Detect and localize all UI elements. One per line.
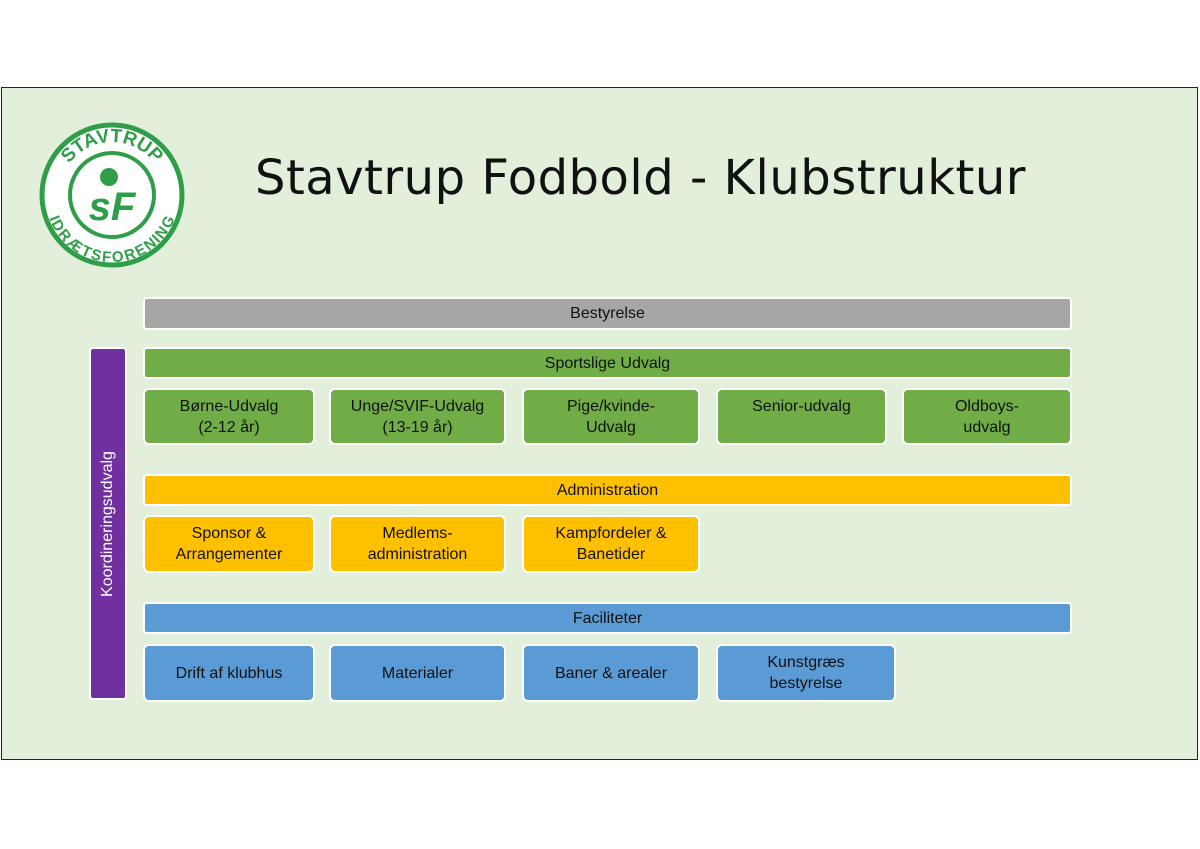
sports-item-senior: Senior-udvalg	[716, 388, 887, 445]
facility-item-artificial-turf: Kunstgræs bestyrelse	[716, 644, 896, 702]
club-logo: STAVTRUP IDRÆTSFORENING sF	[39, 122, 185, 268]
page-title: Stavtrup Fodbold - Klubstruktur	[255, 150, 1026, 206]
facilities-header: Faciliteter	[143, 602, 1072, 634]
board-bar: Bestyrelse	[143, 297, 1072, 330]
coordination-bar: Koordineringsudvalg	[89, 347, 127, 700]
admin-item-sponsor: Sponsor & Arrangementer	[143, 515, 315, 573]
coordination-label: Koordineringsudvalg	[99, 450, 116, 597]
sports-header: Sportslige Udvalg	[143, 347, 1072, 379]
admin-item-members: Medlems- administration	[329, 515, 506, 573]
facility-item-materials: Materialer	[329, 644, 506, 702]
sports-item-girls-women: Pige/kvinde- Udvalg	[522, 388, 700, 445]
facility-item-clubhouse: Drift af klubhus	[143, 644, 315, 702]
logo-initials: sF	[89, 185, 137, 229]
administration-header: Administration	[143, 474, 1072, 506]
admin-item-matches: Kampfordeler & Banetider	[522, 515, 700, 573]
sports-item-children: Børne-Udvalg (2-12 år)	[143, 388, 315, 445]
facility-item-fields: Baner & arealer	[522, 644, 700, 702]
sports-item-oldboys: Oldboys- udvalg	[902, 388, 1072, 445]
sports-item-youth: Unge/SVIF-Udvalg (13-19 år)	[329, 388, 506, 445]
